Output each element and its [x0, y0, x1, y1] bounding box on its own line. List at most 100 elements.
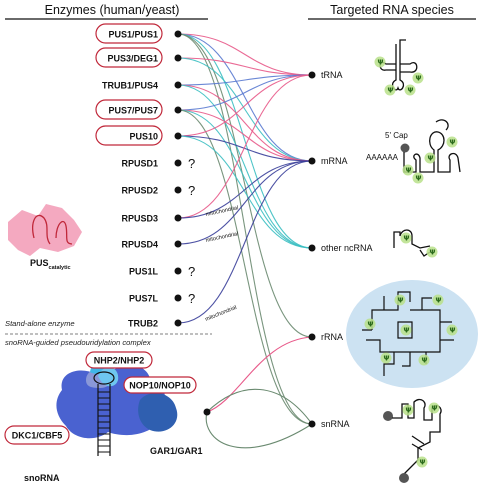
enzyme-highlight-box	[95, 23, 163, 44]
enzyme-target-link	[177, 74, 313, 111]
nhp2-label: NHP2/NHP2	[94, 356, 145, 366]
catalytic-label: PUScatalytic	[30, 258, 71, 271]
enzyme-node	[174, 319, 182, 327]
unknown-target-mark: ?	[188, 156, 195, 171]
enzyme-node	[174, 30, 182, 38]
enzyme-target-link	[177, 57, 313, 76]
target-node	[308, 420, 316, 428]
enzyme-target-link	[177, 57, 313, 162]
unknown-target-mark: ?	[188, 291, 195, 306]
enzyme-highlight-box	[95, 125, 163, 146]
enzyme-target-link	[177, 109, 313, 425]
mrna-structure: 5' Cap AAAAAA Ψ Ψ Ψ Ψ	[366, 119, 461, 184]
target-label: mRNA	[321, 156, 348, 166]
psi-mark: Ψ	[408, 87, 414, 95]
snrna-tail-icon	[399, 473, 409, 483]
enzyme-label: PUS7L	[129, 294, 159, 304]
enzyme-target-link	[177, 33, 313, 162]
dkc1-label: DKC1/CBF5	[12, 431, 63, 441]
psi-mark: Ψ	[378, 59, 384, 67]
catalytic-domain-shape	[8, 204, 82, 256]
enzyme-target-link	[177, 160, 313, 245]
psi-mark: Ψ	[450, 139, 456, 147]
snrna-cap-icon	[383, 411, 393, 421]
psi-mark: Ψ	[436, 297, 442, 305]
target-node	[308, 157, 316, 165]
enzyme-target-link	[177, 109, 313, 249]
connection-lines	[177, 33, 313, 449]
cap-icon	[400, 143, 410, 153]
enzyme-label: PUS7/PUS7	[108, 106, 158, 116]
catalytic-label-sub: catalytic	[49, 265, 71, 271]
catalytic-loop-left	[32, 214, 51, 245]
psi-mark: Ψ	[422, 357, 428, 365]
enzyme-highlight-box	[95, 47, 163, 68]
enzyme-target-link	[177, 33, 313, 249]
enzyme-label: RPUSD1	[121, 159, 158, 169]
psi-mark: Ψ	[416, 75, 422, 83]
gar1-label: GAR1/GAR1	[150, 446, 203, 456]
complex-snrna-link	[206, 388, 313, 425]
enzyme-node	[174, 186, 182, 194]
haca-complex-illustration	[56, 357, 178, 456]
unknown-target-mark: ?	[188, 264, 195, 279]
snrna-structure: Ψ Ψ Ψ	[383, 398, 442, 483]
psi-mark: Ψ	[384, 355, 390, 363]
psi-mark: Ψ	[428, 155, 434, 163]
enzyme-node	[174, 267, 182, 275]
cap-label: 5' Cap	[385, 131, 408, 140]
enzyme-target-link	[177, 135, 313, 249]
nop10-label: NOP10/NOP10	[129, 381, 191, 391]
enzyme-label: PUS3/DEG1	[107, 54, 158, 64]
mitochondrial-label: mitochondrial	[205, 231, 239, 244]
psi-mark: Ψ	[368, 321, 374, 329]
psi-mark: Ψ	[406, 407, 412, 415]
enzyme-target-link	[177, 109, 313, 162]
enzyme-target-link	[177, 135, 313, 162]
trna-structure: Ψ Ψ Ψ Ψ	[374, 39, 424, 96]
catalytic-label-main: PUS	[30, 258, 49, 268]
rrna-structure: Ψ Ψ Ψ Ψ Ψ Ψ Ψ	[346, 280, 478, 388]
psi-mark: Ψ	[404, 327, 410, 335]
psi-mark: Ψ	[420, 459, 426, 467]
standalone-label: Stand-alone enzyme	[5, 319, 75, 328]
snorna-base-pairs	[98, 391, 110, 453]
target-label: other ncRNA	[321, 243, 373, 253]
target-label: rRNA	[321, 332, 343, 342]
psi-mark: Ψ	[406, 167, 412, 175]
pus-catalytic-illustration: PUScatalytic	[8, 204, 82, 271]
catalytic-loop-right	[55, 221, 73, 245]
enzyme-target-link	[177, 84, 313, 162]
complex-snrna-link-b	[205, 411, 313, 449]
enzyme-label: RPUSD4	[121, 240, 158, 250]
enzyme-target-link	[177, 160, 313, 219]
enzyme-target-link	[177, 74, 313, 219]
rna-structure-icons: Ψ Ψ Ψ Ψ 5' Cap AAAAAA Ψ Ψ Ψ Ψ Ψ	[346, 39, 478, 483]
psi-mark: Ψ	[416, 175, 422, 183]
psi-mark: Ψ	[398, 297, 404, 305]
psi-mark: Ψ	[450, 327, 456, 335]
complex-label: snoRNA-guided pseudouridylation complex	[5, 338, 152, 347]
enzyme-node	[174, 214, 182, 222]
psi-mark: Ψ	[430, 249, 436, 257]
target-node	[308, 71, 316, 79]
enzyme-node	[174, 106, 182, 114]
nop10-label-box	[123, 376, 197, 394]
psi-mark: Ψ	[388, 87, 394, 95]
unknown-target-mark: ?	[188, 183, 195, 198]
enzyme-node	[174, 54, 182, 62]
target-label: snRNA	[321, 419, 350, 429]
polya-label: AAAAAA	[366, 153, 399, 162]
snorna-apical-loop	[93, 371, 115, 385]
enzyme-list: PUS1/PUS1PUS3/DEG1TRUB1/PUS4PUS7/PUS7PUS…	[95, 23, 239, 329]
ncrna-structure: Ψ Ψ	[393, 229, 438, 258]
complex-node	[203, 408, 211, 416]
enzyme-target-link	[177, 84, 313, 249]
enzyme-node	[174, 132, 182, 140]
enzyme-target-link	[177, 160, 313, 324]
enzyme-label: PUS1/PUS1	[108, 30, 158, 40]
enzyme-node	[174, 294, 182, 302]
psi-mark: Ψ	[404, 235, 410, 243]
enzyme-target-link	[177, 33, 313, 76]
complex-rrna-link	[206, 336, 313, 413]
